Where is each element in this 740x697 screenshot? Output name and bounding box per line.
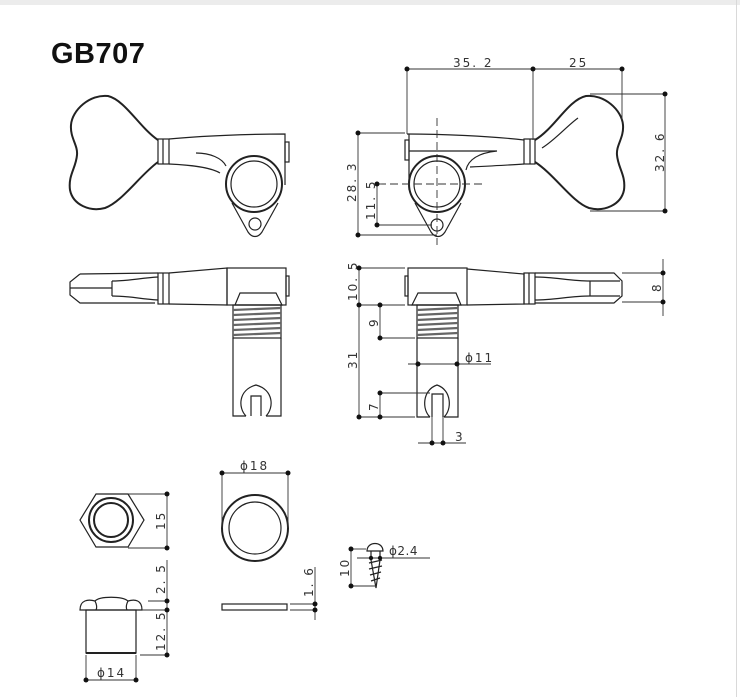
dim-post-to-shaft: 35. 2 — [453, 56, 494, 70]
dim-hex-width: 15 — [154, 511, 168, 530]
dim-screw-diameter: ϕ2.4 — [389, 544, 418, 558]
washer — [219, 470, 318, 620]
model-title: GB707 — [51, 38, 146, 70]
dim-thread-length: 9 — [367, 317, 381, 327]
dim-housing-height: 10. 5 — [346, 260, 360, 301]
dim-washer-diameter: ϕ18 — [240, 459, 269, 473]
hex-bushing — [79, 491, 170, 683]
dim-slot-width: 3 — [455, 430, 465, 444]
dim-post-length: 31 — [346, 350, 360, 369]
tuner-top-view-left — [69, 267, 290, 417]
tuner-side-view-right — [355, 66, 668, 245]
dim-key-length: 25 — [569, 56, 588, 70]
right-border — [736, 0, 737, 697]
dim-flange-height: 2. 5 — [154, 563, 168, 594]
dim-key-thickness: 8 — [650, 282, 664, 292]
dim-washer-thickness: 1. 6 — [302, 566, 316, 597]
dim-post-diameter: ϕ11 — [465, 351, 494, 365]
dim-slot-depth: 7 — [367, 401, 381, 411]
dim-post-to-screw: 11. 5 — [364, 179, 378, 220]
dim-key-height: 32. 6 — [653, 131, 667, 172]
dim-sleeve-height: 12. 5 — [154, 610, 168, 651]
dim-screw-length: 10 — [338, 558, 352, 577]
top-band — [0, 0, 740, 5]
dim-total-height: 28. 3 — [345, 161, 359, 202]
tuner-top-view-right — [356, 259, 666, 446]
wood-screw — [348, 542, 430, 589]
dim-sleeve-diameter: ϕ14 — [97, 666, 126, 680]
tuner-side-view-left — [68, 94, 290, 238]
